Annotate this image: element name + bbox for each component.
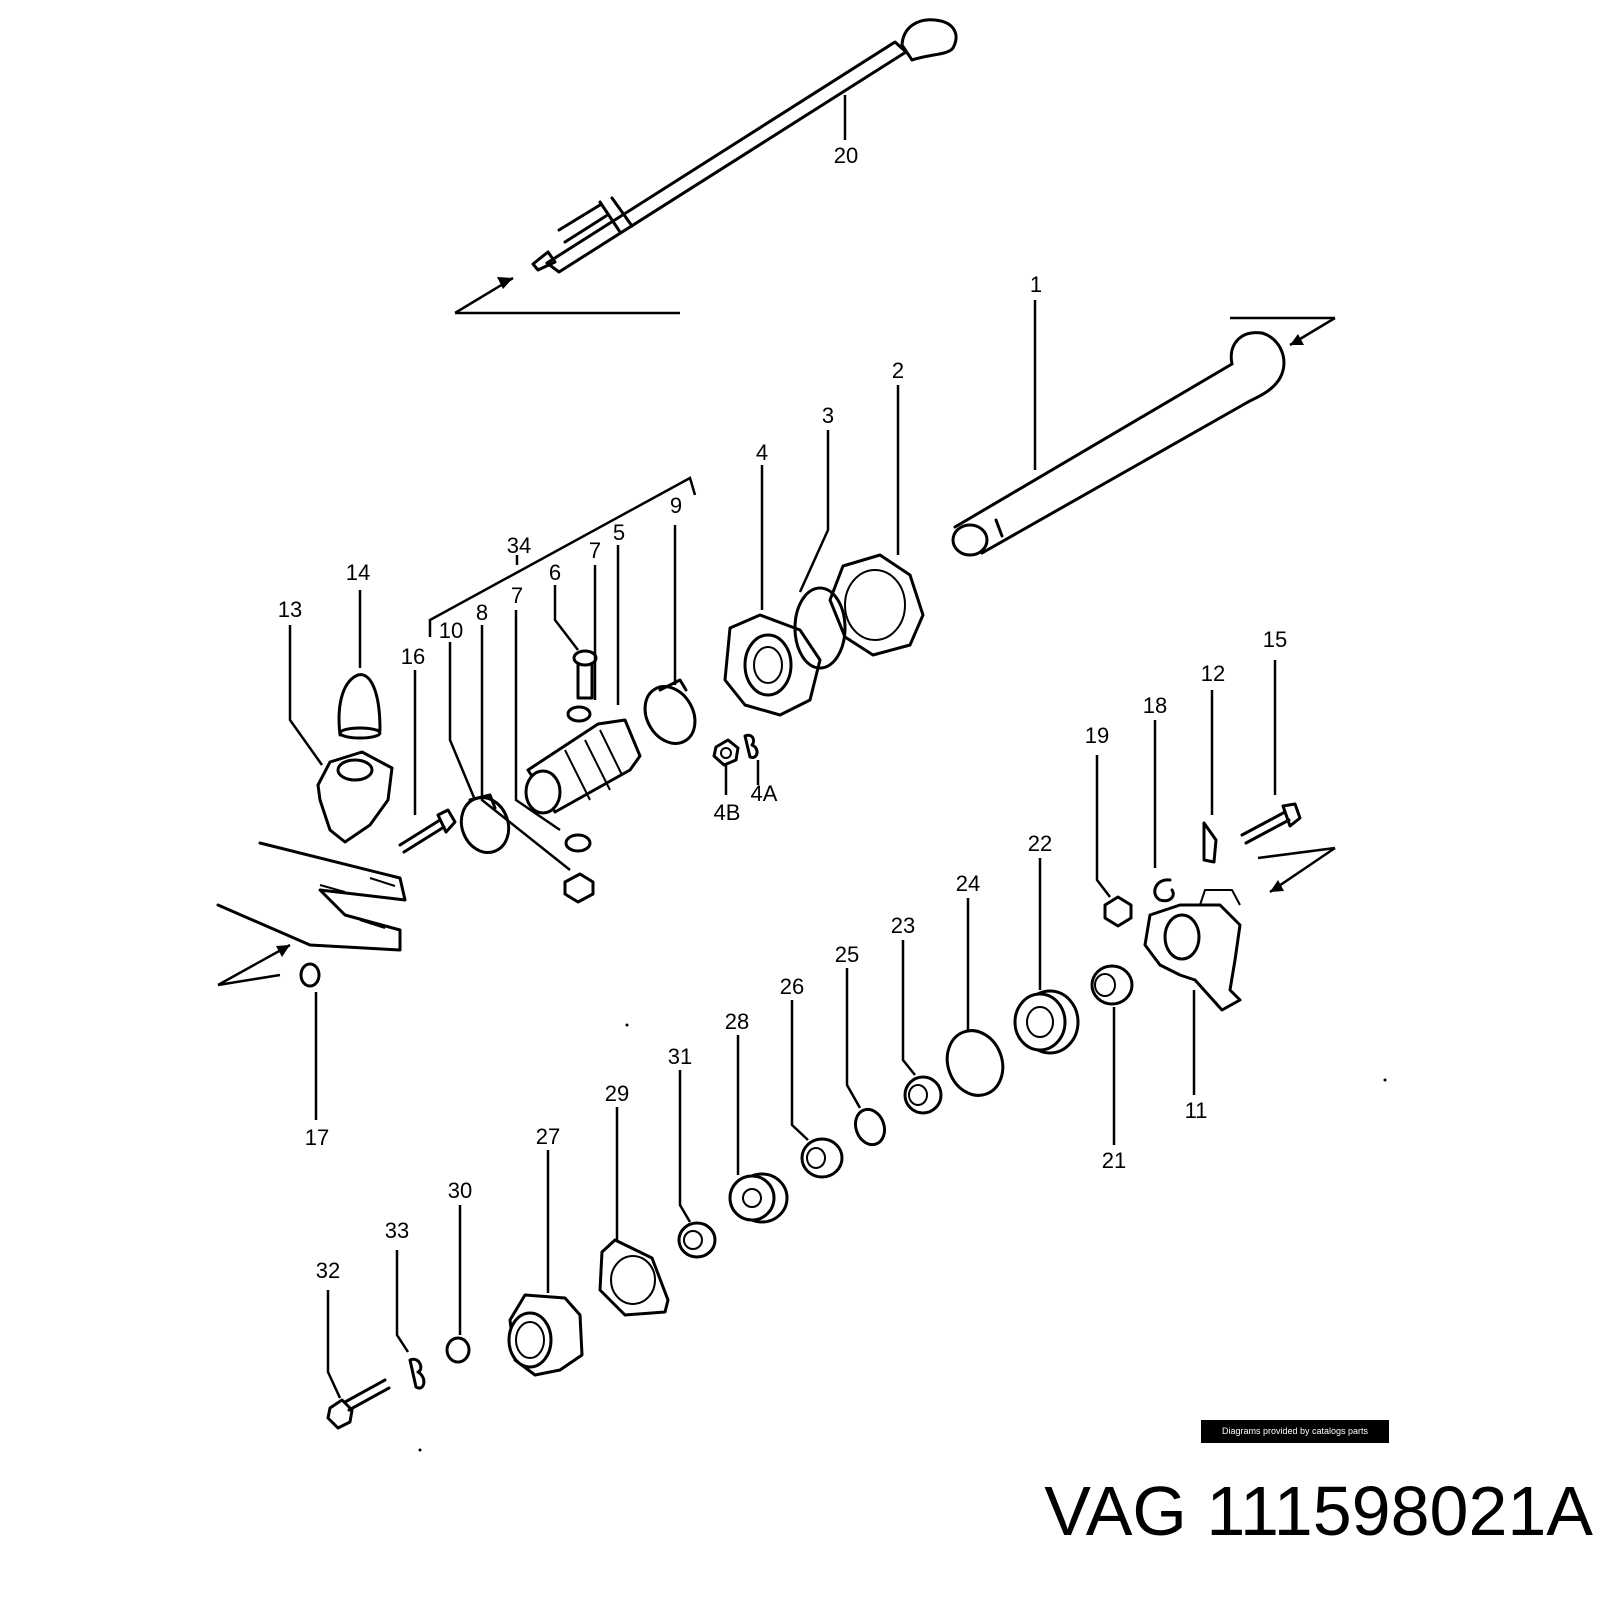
- part-24-o-ring: [945, 1029, 1005, 1097]
- leader-6: [553, 585, 579, 651]
- leader-25: [845, 968, 862, 1109]
- callout-19: 19: [1085, 723, 1109, 748]
- stray-dot: [1383, 1078, 1387, 1082]
- callout-14: 14: [346, 560, 370, 585]
- bracket-34: [428, 476, 697, 637]
- direction-arrow-1: [1230, 316, 1336, 347]
- part-19-nut: [1103, 895, 1133, 928]
- callout-33: 33: [385, 1218, 409, 1243]
- part-31-seal: [677, 1221, 717, 1259]
- callout-4a: 4A: [751, 781, 778, 806]
- part-13-mount: [316, 750, 394, 844]
- leader-8: [480, 625, 571, 871]
- callout-2: 2: [892, 358, 904, 383]
- part-32-bolt: [326, 1378, 391, 1430]
- part-26-seal: [800, 1137, 844, 1179]
- leader-26: [790, 1000, 809, 1141]
- callout-13: 13: [278, 597, 302, 622]
- leader-31: [678, 1070, 692, 1223]
- part-11-bearing-housing: [1143, 889, 1242, 1012]
- leader-13: [288, 625, 324, 766]
- part-29-gasket: [598, 1238, 670, 1317]
- callout-12: 12: [1201, 661, 1225, 686]
- part-1-axle-tube: [951, 331, 1286, 557]
- leader-32: [326, 1290, 342, 1399]
- part-18-clip: [1153, 878, 1175, 903]
- part-4b-nut: [712, 738, 740, 767]
- part-8-nut: [563, 872, 595, 904]
- part-33-lock-washer: [408, 1357, 426, 1390]
- callout-17: 17: [305, 1125, 329, 1150]
- callout-9: 9: [670, 493, 682, 518]
- direction-arrow-11: [1257, 846, 1336, 894]
- leader-19: [1095, 755, 1111, 898]
- stray-dot: [418, 1448, 422, 1452]
- leader-10: [448, 642, 477, 801]
- callout-25: 25: [835, 942, 859, 967]
- callout-32: 32: [316, 1258, 340, 1283]
- callout-11: 11: [1185, 1098, 1208, 1123]
- part-20-shaft: [531, 18, 958, 274]
- part-22-ball-bearing: [1013, 989, 1080, 1055]
- callout-1: 1: [1030, 272, 1042, 297]
- callout-18: 18: [1143, 693, 1167, 718]
- callout-23: 23: [891, 913, 915, 938]
- callout-10: 10: [439, 618, 463, 643]
- part-28-bearing: [728, 1172, 789, 1224]
- callout-5: 5: [613, 520, 625, 545]
- part-6-screw: [572, 649, 598, 700]
- part-3-o-ring: [793, 586, 847, 670]
- callout-7-lower: 7: [511, 583, 523, 608]
- callout-15: 15: [1263, 627, 1287, 652]
- part-16-bolt: [398, 808, 457, 854]
- callout-22: 22: [1028, 831, 1052, 856]
- part-21-seal: [1090, 964, 1134, 1006]
- callout-26: 26: [780, 974, 804, 999]
- callout-6: 6: [549, 560, 561, 585]
- callout-29: 29: [605, 1081, 629, 1106]
- part-12-cotter-pin: [1202, 821, 1218, 864]
- callout-28: 28: [725, 1009, 749, 1034]
- part-9-hose-clamp: [643, 678, 697, 745]
- part-27-flange-housing: [507, 1293, 584, 1377]
- leader-23: [901, 940, 916, 1076]
- callout-21: 21: [1102, 1148, 1126, 1173]
- callout-27: 27: [536, 1124, 560, 1149]
- part-7-washer-upper: [566, 705, 592, 723]
- part-25-circlip: [853, 1107, 887, 1147]
- callout-30: 30: [448, 1178, 472, 1203]
- part-23-seal: [903, 1075, 943, 1115]
- stray-dot: [625, 1023, 629, 1027]
- callout-24: 24: [956, 871, 980, 896]
- callout-16: 16: [401, 644, 425, 669]
- part-4a-lock-washer: [743, 733, 759, 759]
- callout-20: 20: [834, 143, 858, 168]
- part-2-gasket: [828, 553, 925, 657]
- part-30-washer: [445, 1336, 471, 1364]
- credit-badge: Diagrams provided by catalogs parts: [1201, 1420, 1389, 1443]
- direction-arrow-20: [454, 276, 680, 315]
- callout-7-upper: 7: [589, 538, 601, 563]
- part-4-flange-housing: [723, 613, 822, 717]
- part-15-bolt: [1240, 802, 1302, 845]
- callout-31: 31: [668, 1044, 692, 1069]
- leader-3: [798, 430, 830, 593]
- part-14-rubber-stop: [337, 673, 382, 740]
- leader-7-lower: [514, 610, 561, 832]
- part-7-washer-lower: [564, 833, 592, 853]
- part-5-boot: [524, 718, 642, 815]
- direction-arrow-17: [217, 943, 291, 987]
- part-17-plate: [216, 841, 407, 988]
- callout-3: 3: [822, 403, 834, 428]
- leader-33: [395, 1250, 410, 1353]
- callout-34: 34: [507, 533, 531, 558]
- callout-4b: 4B: [714, 800, 741, 825]
- callout-4: 4: [756, 440, 768, 465]
- callout-8: 8: [476, 600, 488, 625]
- product-title: VAG 111598021A: [1044, 1472, 1593, 1550]
